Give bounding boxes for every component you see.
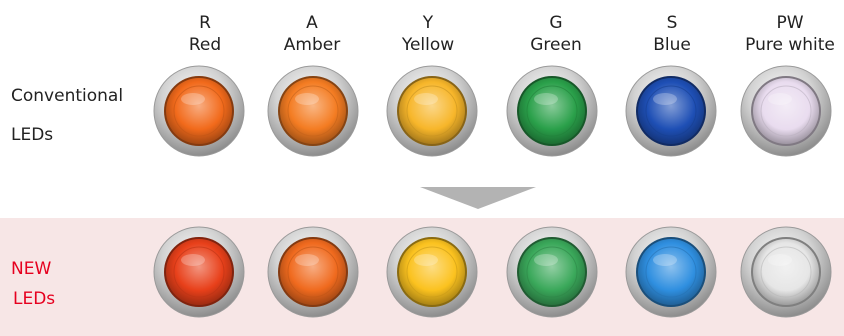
conventional-row-label-leds: LEDs — [11, 125, 54, 145]
new-yellow-led-icon — [386, 226, 478, 318]
color-name: Amber — [283, 35, 341, 55]
header-red: R Red — [145, 12, 265, 56]
down-arrow-icon — [420, 187, 536, 209]
header-blue: S Blue — [612, 12, 732, 56]
conventional-red-led-icon — [153, 65, 245, 157]
color-code: Y — [422, 13, 434, 33]
color-name: Red — [188, 35, 222, 55]
header-yellow: Y Yellow — [368, 12, 488, 56]
color-code: S — [666, 13, 678, 33]
conventional-row-label: Conventional — [11, 86, 124, 106]
header-pure-white: PW Pure white — [730, 12, 844, 56]
conventional-amber-led-icon — [267, 65, 359, 157]
color-name: Yellow — [401, 35, 455, 55]
color-name: Green — [530, 35, 582, 55]
new-red-led-icon — [153, 226, 245, 318]
header-amber: A Amber — [252, 12, 372, 56]
new-amber-led-icon — [267, 226, 359, 318]
color-name: Blue — [653, 35, 691, 55]
new-blue-led-icon — [625, 226, 717, 318]
conventional-pure-white-led-icon — [740, 65, 832, 157]
color-code: A — [306, 13, 318, 33]
new-row-label: NEW — [11, 259, 52, 279]
new-green-led-icon — [506, 226, 598, 318]
conventional-green-led-icon — [506, 65, 598, 157]
conventional-blue-led-icon — [625, 65, 717, 157]
color-code: R — [199, 13, 211, 33]
color-name: Pure white — [745, 35, 835, 55]
new-row-label-leds: LEDs — [13, 289, 56, 309]
color-code: G — [549, 13, 563, 33]
color-code: PW — [776, 13, 804, 33]
conventional-yellow-led-icon — [386, 65, 478, 157]
new-pure-white-led-icon — [740, 226, 832, 318]
header-green: G Green — [496, 12, 616, 56]
